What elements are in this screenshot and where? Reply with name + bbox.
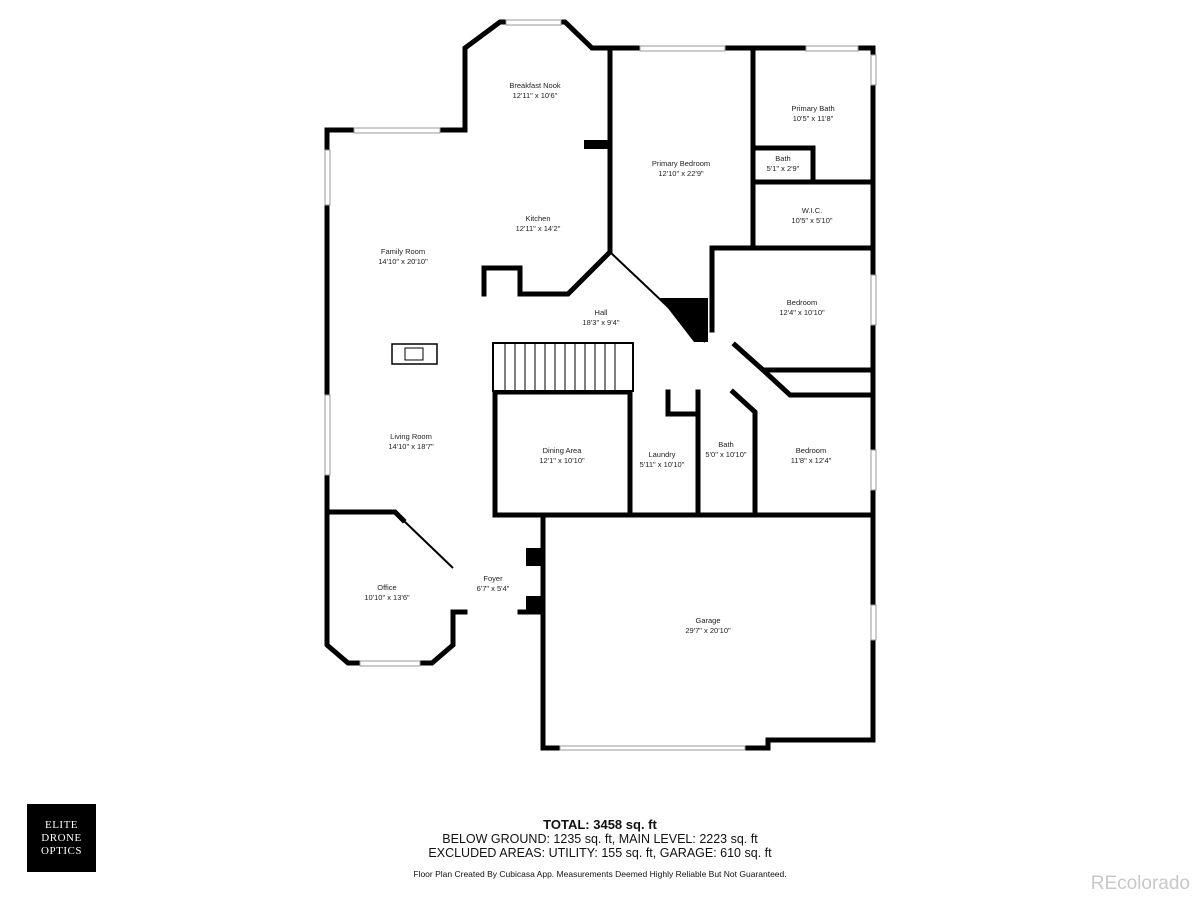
room-bedroom-1-dim: 12'4" x 10'10" (779, 308, 825, 317)
foyer-block-upper (526, 548, 543, 566)
room-hall-dim: 18'3" x 9'4" (583, 318, 620, 327)
room-office-dim: 10'10" x 13'6" (364, 593, 410, 602)
recolorado-watermark: REcolorado (1090, 873, 1190, 894)
room-primary-bedroom-name: Primary Bedroom (652, 159, 710, 168)
room-primary-bath-dim: 10'5" x 11'8" (793, 114, 834, 123)
room-hall-name: Hall (595, 308, 608, 317)
room-bath-2-dim: 5'0" x 10'10" (705, 450, 746, 459)
room-kitchen-dim: 12'11" x 14'2" (516, 224, 561, 233)
room-wic-dim: 10'5" x 5'10" (791, 216, 832, 225)
elite-drone-optics-logo: ELITE DRONE OPTICS (27, 804, 96, 872)
summary-disclaimer: Floor Plan Created By Cubicasa App. Meas… (413, 869, 787, 879)
room-labels: Breakfast Nook 12'11" x 10'6" Primary Be… (364, 81, 834, 635)
room-bedroom-2-name: Bedroom (796, 446, 826, 455)
room-family-room-dim: 14'10" x 20'10" (378, 257, 428, 266)
room-living-room-name: Living Room (390, 432, 432, 441)
room-primary-bedroom-dim: 12'10" x 22'9" (658, 169, 704, 178)
room-foyer-dim: 6'7" x 5'4" (477, 584, 510, 593)
room-kitchen-name: Kitchen (525, 214, 550, 223)
windows (324, 19, 877, 751)
room-bath-2-name: Bath (718, 440, 733, 449)
room-breakfast-nook-name: Breakfast Nook (509, 81, 561, 90)
room-bedroom-2-dim: 11'8" x 12'4" (791, 456, 832, 465)
logo-line-1: ELITE (44, 818, 79, 831)
room-family-room-name: Family Room (381, 247, 425, 256)
room-dining-area-dim: 12'1" x 10'10" (539, 456, 585, 465)
room-bath-small-name: Bath (775, 154, 790, 163)
room-laundry-name: Laundry (648, 450, 675, 459)
summary-below-main: BELOW GROUND: 1235 sq. ft, MAIN LEVEL: 2… (442, 832, 758, 846)
room-office-name: Office (377, 583, 396, 592)
room-bath-small-dim: 5'1" x 2'9" (767, 164, 800, 173)
summary-excluded: EXCLUDED AREAS: UTILITY: 155 sq. ft, GAR… (428, 846, 772, 860)
foyer-block-lower (526, 596, 543, 614)
staircase (492, 342, 634, 392)
room-breakfast-nook-dim: 12'11" x 10'6" (513, 91, 558, 100)
room-bedroom-1-name: Bedroom (787, 298, 817, 307)
room-garage-name: Garage (695, 616, 720, 625)
room-garage-dim: 29'7" x 20'10" (685, 626, 731, 635)
room-living-room-dim: 14'10" x 18'7" (388, 442, 434, 451)
summary-total: TOTAL: 3458 sq. ft (543, 817, 657, 832)
room-wic-name: W.I.C. (802, 206, 822, 215)
stair-treads (504, 343, 616, 391)
room-dining-area-name: Dining Area (543, 446, 583, 455)
logo-line-3: OPTICS (41, 844, 82, 857)
logo-line-2: DRONE (41, 831, 82, 844)
interior-walls (481, 45, 876, 518)
room-laundry-dim: 5'11" x 10'10" (640, 460, 685, 469)
room-primary-bath-name: Primary Bath (791, 104, 834, 113)
room-foyer-name: Foyer (483, 574, 503, 583)
